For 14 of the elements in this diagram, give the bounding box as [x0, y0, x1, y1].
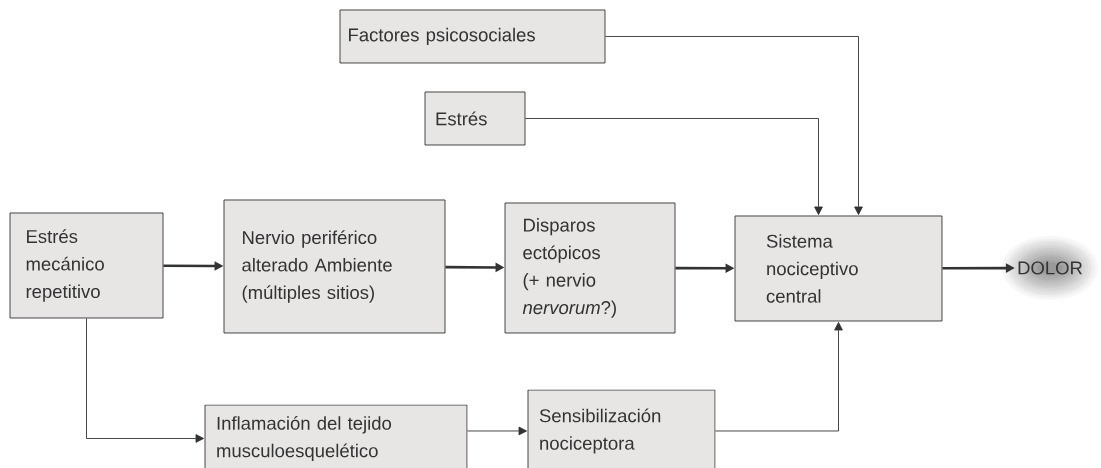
arrow [467, 426, 527, 436]
arrow [525, 118, 823, 215]
process-box: Sensibilización nociceptora [527, 389, 716, 468]
arrow [605, 36, 863, 215]
process-box: Estrés mecánico repetitivo [9, 212, 164, 319]
process-box: Disparos ectópicos (+ nervio nervorum?) [504, 202, 676, 334]
arrow [715, 322, 843, 432]
process-box: Factores psicosociales [339, 9, 606, 64]
process-box: Nervio periférico alterado Ambiente (múltiples sitios) [223, 199, 446, 334]
arrow [86, 318, 204, 443]
process-box: Estrés [424, 91, 526, 146]
process-box: Sistema nociceptivo central [734, 215, 943, 322]
process-box: Inflamación del tejido musculoesquelético [204, 404, 468, 468]
glowing-label: DOLOR [1002, 236, 1098, 300]
